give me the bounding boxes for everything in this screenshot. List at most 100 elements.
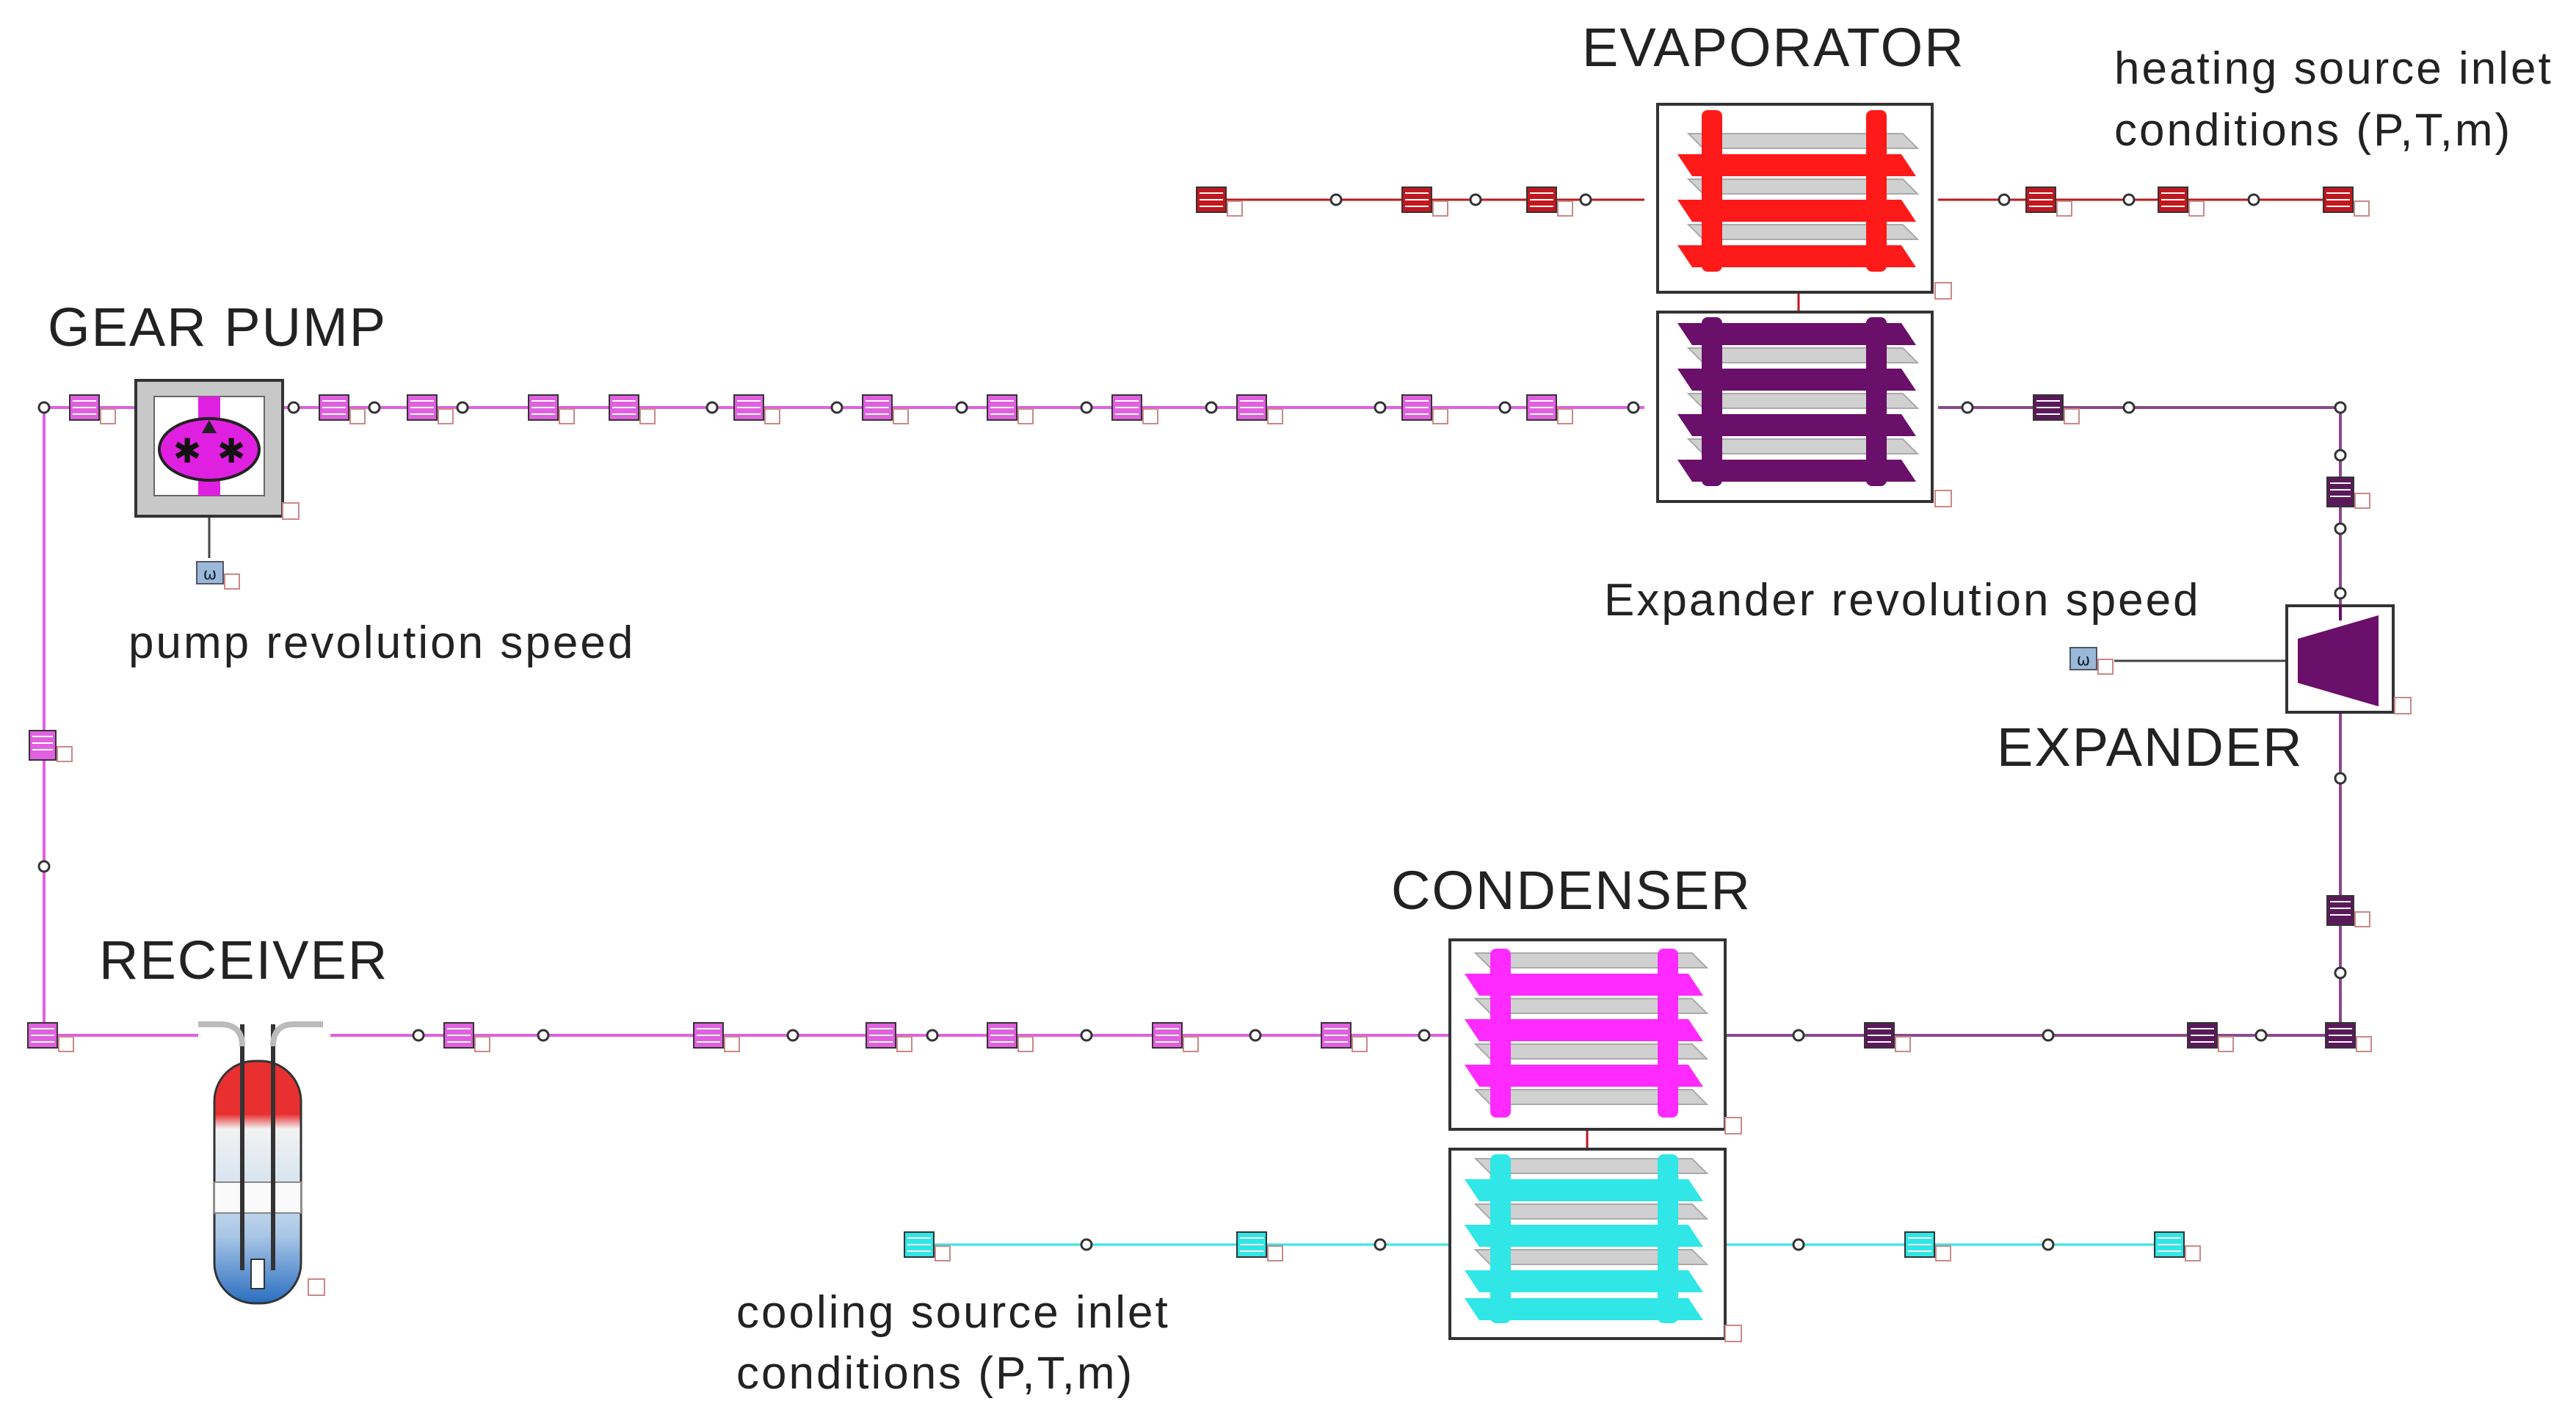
sensor-block[interactable] (1111, 394, 1158, 424)
condenser-plate-stack-cold (1465, 1154, 1709, 1323)
sensor-block[interactable] (2325, 1022, 2372, 1052)
connection-node (1961, 401, 1974, 414)
connection-node (2334, 522, 2347, 535)
connection-node (412, 1029, 425, 1042)
receiver-icon-badge (308, 1278, 325, 1296)
pump-gear-right-icon: ✱ (217, 431, 246, 471)
receiver-title: RECEIVER (99, 930, 389, 991)
connection-node (1080, 1238, 1093, 1251)
connection-node (1792, 1029, 1805, 1042)
expander[interactable] (2285, 604, 2412, 714)
sensor-block[interactable] (528, 394, 575, 424)
condenser-hot-side[interactable] (1448, 938, 1742, 1134)
sensor-block[interactable] (693, 1022, 740, 1052)
connection-node (2334, 966, 2347, 980)
expander-speed-source[interactable]: ω (2069, 647, 2114, 675)
sensor-block[interactable] (29, 730, 73, 762)
connection-node (1374, 401, 1387, 414)
svg-text:ω: ω (203, 565, 217, 584)
pump-gear-left-icon: ✱ (173, 431, 202, 471)
connection-node (1469, 193, 1482, 206)
sensor-block[interactable] (987, 394, 1034, 424)
connection-node (1418, 1029, 1431, 1042)
sensor-block[interactable] (2025, 187, 2072, 217)
connection-node (955, 401, 968, 414)
sensor-block[interactable] (2154, 1231, 2201, 1261)
connection-node (2334, 772, 2347, 785)
sensors (27, 187, 2372, 1261)
sensor-block[interactable] (862, 394, 909, 424)
heating-source-label-line2: conditions (P,T,m) (2114, 105, 2513, 156)
sensor-block[interactable] (2326, 477, 2370, 509)
sensor-block[interactable] (407, 394, 454, 424)
condenser-plate-stack-hot (1465, 949, 1709, 1118)
gear-pump[interactable]: ✱ ✱ (134, 379, 300, 520)
evaporator-hot-side[interactable] (1656, 103, 1952, 300)
connection-node (926, 1029, 939, 1042)
connection-node (705, 401, 719, 414)
sensor-block[interactable] (733, 394, 780, 424)
connection-node (1080, 1029, 1093, 1042)
sensor-block[interactable] (443, 1022, 490, 1052)
sensor-block[interactable] (1526, 394, 1573, 424)
connection-node (786, 1029, 799, 1042)
connection-node (1205, 401, 1218, 414)
sensor-block[interactable] (2326, 895, 2370, 927)
evaporator-icon-badge (1934, 282, 1952, 300)
expander-title: EXPANDER (1997, 717, 2304, 778)
connection-node (456, 401, 469, 414)
pump-speed-label: pump revolution speed (128, 618, 636, 668)
heating-source-label-line1: heating source inlet (2114, 43, 2553, 94)
evaporator-plate-stack-hot (1677, 110, 1920, 272)
connection-node (1627, 401, 1640, 414)
evaporator-cold-side[interactable] (1656, 311, 1952, 507)
sensor-block[interactable] (2187, 1022, 2234, 1052)
sensor-block[interactable] (2158, 187, 2205, 217)
sensor-block[interactable] (69, 394, 116, 424)
sensor-block[interactable] (1904, 1231, 1951, 1261)
connection-node (2122, 401, 2136, 414)
sensor-block[interactable] (1401, 187, 1448, 217)
sensor-block[interactable] (1236, 1231, 1283, 1261)
pump-speed-source[interactable]: ω (196, 561, 240, 590)
sensor-block[interactable] (987, 1022, 1034, 1052)
connection-node (1249, 1029, 1262, 1042)
sensor-block[interactable] (609, 394, 656, 424)
sensor-block[interactable] (1321, 1022, 1368, 1052)
svg-text:ω: ω (2077, 651, 2090, 670)
sensor-block[interactable] (1401, 394, 1448, 424)
evaporator-cold-icon-badge (1934, 490, 1952, 507)
cooling-source-label-line2: conditions (P,T,m) (736, 1348, 1135, 1399)
connection-node (287, 401, 300, 414)
condenser-cold-icon-badge (1724, 1325, 1742, 1342)
expander-icon-badge (2394, 697, 2412, 714)
evaporator-plate-stack-cold (1677, 317, 1920, 486)
connection-node (830, 401, 843, 414)
sensor-block[interactable] (904, 1231, 951, 1261)
sensor-block[interactable] (1152, 1022, 1199, 1052)
cooling-source-label-line1: cooling source inlet (736, 1287, 1170, 1338)
pump-icon-badge (282, 502, 300, 520)
connection-node (537, 1029, 550, 1042)
sensor-block[interactable] (1236, 394, 1283, 424)
sensor-block[interactable] (866, 1022, 913, 1052)
connection-node (1579, 193, 1592, 206)
sensor-block[interactable] (1196, 187, 1243, 217)
connection-node (2247, 193, 2260, 206)
connection-node (1792, 1238, 1805, 1251)
sensor-block[interactable] (27, 1022, 74, 1052)
connection-node (2122, 193, 2136, 206)
sensor-block[interactable] (1864, 1022, 1911, 1052)
condenser-cold-side[interactable] (1448, 1148, 1742, 1342)
connection-node (1374, 1238, 1387, 1251)
sensor-block[interactable] (2033, 394, 2080, 424)
connection-node (1998, 193, 2011, 206)
connection-node (2042, 1029, 2055, 1042)
condenser-title: CONDENSER (1391, 860, 1752, 921)
receiver[interactable] (198, 1021, 325, 1305)
sensor-block[interactable] (319, 394, 366, 424)
connection-nodes (37, 193, 2347, 1251)
sensor-block[interactable] (1526, 187, 1573, 217)
sensor-block[interactable] (2323, 187, 2370, 217)
connection-node (2254, 1029, 2268, 1042)
